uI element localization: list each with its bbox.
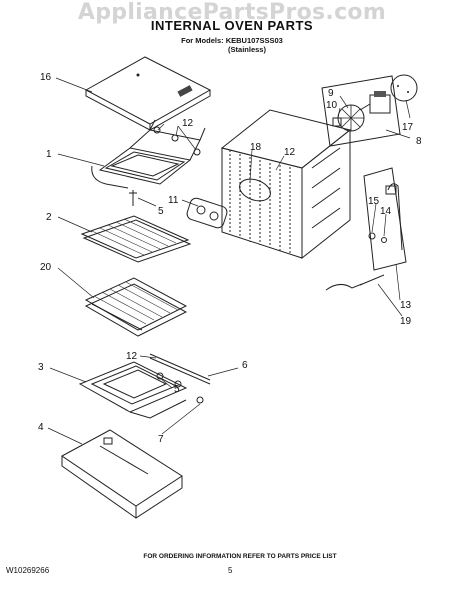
part-oven-cavity [220, 109, 352, 260]
callout-20: 20 [40, 262, 52, 273]
callout-10: 10 [326, 100, 338, 111]
callout-12-cavity: 12 [284, 147, 296, 158]
callout-16: 16 [40, 72, 52, 83]
finish-label: (Stainless) [228, 45, 266, 54]
callout-12-top: 12 [182, 118, 194, 129]
part-bake-element [78, 353, 211, 419]
callout-4: 4 [38, 422, 44, 433]
leader-lines [47, 77, 411, 445]
callout-19: 19 [400, 316, 412, 327]
callout-2: 2 [46, 212, 52, 223]
callout-13: 13 [400, 300, 412, 311]
part-light-lens [186, 197, 228, 229]
part-convection-fan-assembly [321, 74, 418, 147]
part-broil-element [91, 119, 206, 206]
callout-12-lower: 12 [126, 351, 138, 362]
callout-3: 3 [38, 362, 44, 373]
callout-9: 9 [328, 88, 334, 99]
part-oven-rack [80, 215, 192, 263]
callout-7: 7 [158, 434, 164, 445]
callout-17: 17 [402, 122, 414, 133]
part-bottom-pan [61, 429, 183, 519]
callout-6: 6 [242, 360, 248, 371]
callout-18: 18 [250, 142, 262, 153]
callout-14: 14 [380, 206, 392, 217]
callout-numbers: 16 12 1 11 18 12 5 2 20 9 10 17 8 15 14 … [38, 72, 422, 445]
callout-15: 15 [368, 196, 380, 207]
document-number: W10269266 [6, 566, 50, 575]
ordering-note: FOR ORDERING INFORMATION REFER TO PARTS … [143, 553, 337, 560]
part-sliding-rack [84, 277, 188, 337]
callout-1: 1 [46, 149, 52, 160]
callout-5-top: 5 [158, 206, 164, 217]
part-side-bracket [363, 167, 407, 271]
callout-8: 8 [416, 136, 422, 147]
callout-5-lower: 5 [174, 384, 180, 395]
models-line: For Models: KEBU107SSS03 [181, 36, 283, 45]
callout-11: 11 [168, 195, 179, 206]
part-sensor [325, 274, 385, 291]
page-title: INTERNAL OVEN PARTS [150, 18, 314, 33]
page-number: 5 [228, 566, 233, 575]
watermark: AppliancePartsPros.com [77, 0, 387, 25]
